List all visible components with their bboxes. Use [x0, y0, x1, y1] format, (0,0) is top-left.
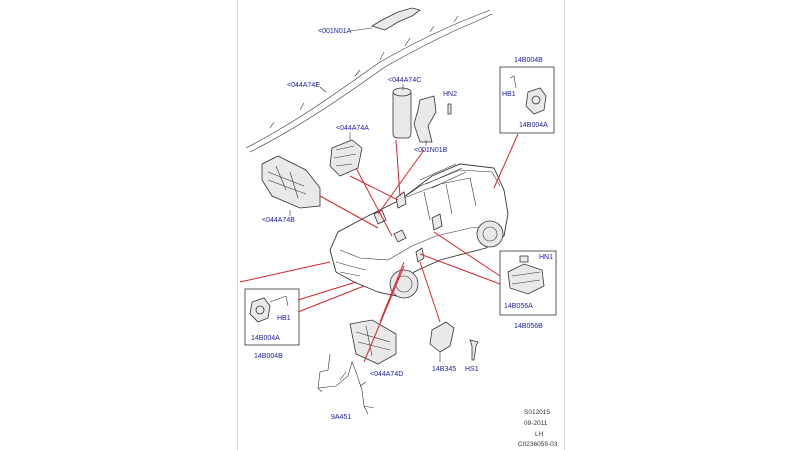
hs1-fastener — [469, 339, 479, 361]
label-sensor-left-title: 14B004B — [254, 353, 283, 360]
footer-line-3: LH — [535, 431, 544, 438]
footer-line-4: C0236059-03 — [518, 441, 558, 448]
side-airbag — [392, 89, 412, 139]
label-bracket: <001N01B — [414, 147, 448, 154]
wiring-harness — [317, 353, 369, 415]
label-sensor-tr-title: 14B004B — [514, 57, 543, 64]
restraint-module — [507, 263, 545, 295]
footer-line-2: 09-2011 — [524, 420, 548, 427]
hn2-fastener — [447, 103, 452, 115]
label-hn2: HN2 — [443, 91, 457, 98]
label-sensor-tr-hb1: HB1 — [502, 91, 516, 98]
label-module-title: 14B056B — [514, 323, 543, 330]
label-sensor-tr-code: 14B004A — [519, 122, 548, 129]
label-knee-airbag: <044A74D — [370, 371, 403, 378]
driver-airbag — [329, 139, 363, 177]
label-side-airbag: <044A74C — [388, 77, 421, 84]
label-curtain-lower: <044A74E — [287, 82, 320, 89]
label-bottom-bracket: 14B345 — [432, 366, 456, 373]
label-harness: 9A451 — [331, 414, 351, 421]
bottom-bracket — [429, 321, 455, 353]
curtain-airbag-rail — [245, 9, 491, 149]
label-curtain-upper: <001N01A — [318, 28, 352, 35]
label-module-code: 14B056A — [504, 303, 533, 310]
sensor-box-top-right — [499, 66, 555, 134]
label-driver-airbag: <044A74A — [336, 125, 369, 132]
bracket-part — [413, 95, 437, 143]
label-sensor-left-code: 14B004A — [251, 335, 280, 342]
label-hs1: HS1 — [465, 366, 479, 373]
vehicle-illustration — [329, 163, 509, 299]
footer-line-1: S012015 — [524, 409, 550, 416]
curtain-airbag-upper — [371, 7, 421, 31]
label-passenger-airbag: <044A74B — [262, 217, 295, 224]
module-box — [499, 250, 557, 316]
leader-lines — [239, 133, 519, 363]
label-module-hn1: HN1 — [539, 254, 553, 261]
sensor-box-left — [244, 288, 300, 346]
passenger-airbag — [261, 155, 321, 209]
knee-airbag — [349, 319, 397, 365]
label-sensor-left-hb1: HB1 — [277, 315, 291, 322]
